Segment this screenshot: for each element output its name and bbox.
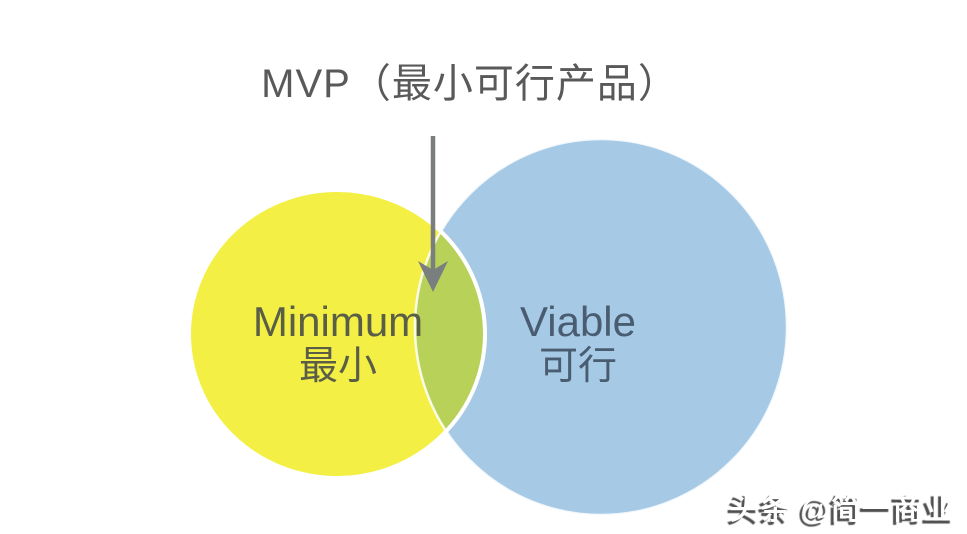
page-title: MVP（最小可行产品） [261,62,679,106]
minimum-circle [189,190,485,478]
minimum-label-en: Minimum [252,298,424,345]
viable-circle [415,139,787,515]
viable-label: Viable 可行 [520,299,636,389]
minimum-label: Minimum 最小 [253,299,423,389]
viable-label-en: Viable [520,298,636,345]
minimum-label-zh: 最小 [298,345,377,388]
minimum-circle-outline [187,188,487,480]
watermark: 头条 @简一商业 [729,493,955,526]
viable-label-zh: 可行 [538,345,617,388]
arrow-head-icon [418,261,448,292]
viable-circle-outline [413,137,789,517]
